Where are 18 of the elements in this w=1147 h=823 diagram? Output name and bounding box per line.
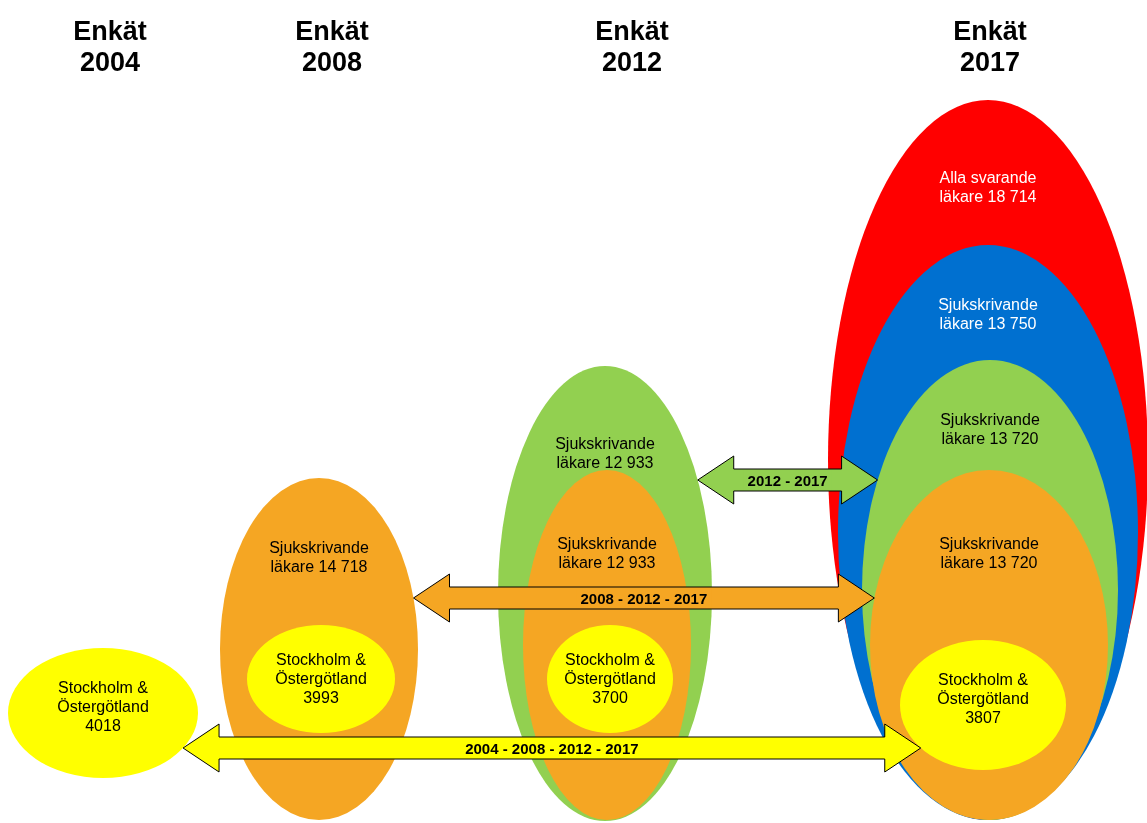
double-arrow <box>182 723 922 773</box>
node-label: Sjukskrivande läkare 12 933 <box>556 534 658 572</box>
node-label: Sjukskrivande läkare 13 720 <box>938 534 1040 572</box>
node-label: Sjukskrivande läkare 13 750 <box>937 295 1039 333</box>
double-arrow <box>413 573 875 623</box>
column-heading: Enkät 2012 <box>594 16 670 78</box>
double-arrow <box>697 455 879 505</box>
node-label: Sjukskrivande läkare 13 720 <box>939 410 1041 448</box>
node-label: Stockholm & Östergötland 3807 <box>936 670 1030 727</box>
node-label: Stockholm & Östergötland 4018 <box>56 678 150 735</box>
node-label: Alla svarande läkare 18 714 <box>938 168 1038 206</box>
column-heading: Enkät 2017 <box>952 16 1028 78</box>
node-label: Stockholm & Östergötland 3993 <box>274 650 368 707</box>
node-label: Sjukskrivande läkare 14 718 <box>268 538 370 576</box>
node-label: Stockholm & Östergötland 3700 <box>563 650 657 707</box>
node-label: Sjukskrivande läkare 12 933 <box>554 434 656 472</box>
column-heading: Enkät 2004 <box>72 16 148 78</box>
column-heading: Enkät 2008 <box>294 16 370 78</box>
